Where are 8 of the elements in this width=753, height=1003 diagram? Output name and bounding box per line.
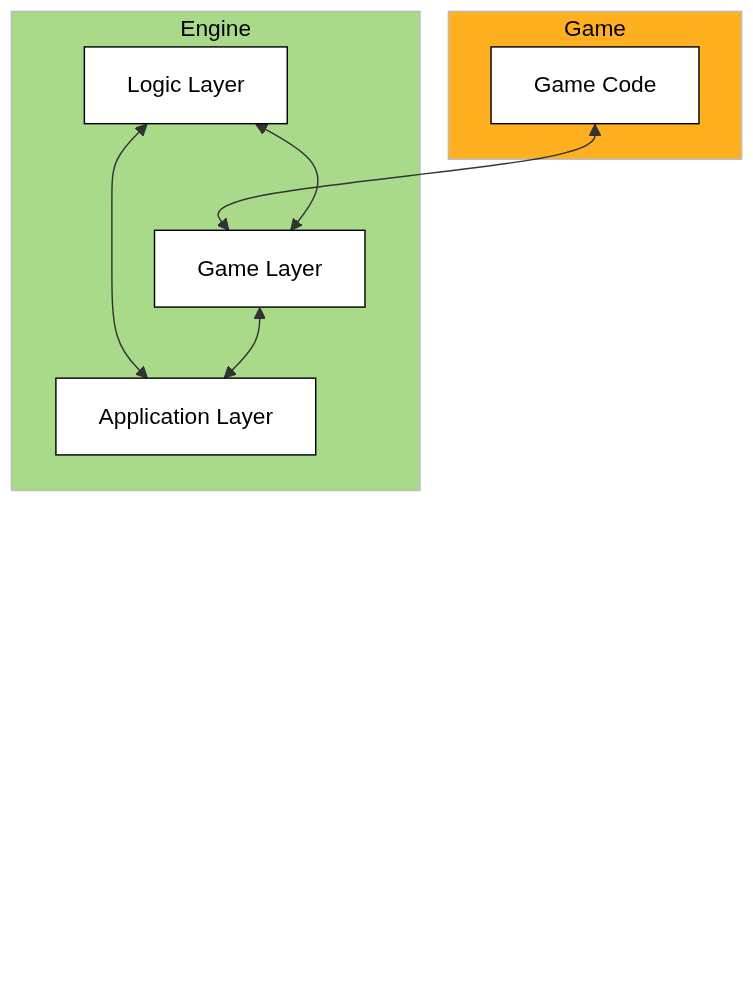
node-box: Application Layer — [55, 377, 317, 456]
node-box: Logic Layer — [83, 46, 288, 125]
arrow — [223, 307, 266, 379]
arrow — [255, 123, 319, 231]
node-box: Game Layer — [153, 229, 366, 308]
arrow — [216, 123, 602, 231]
arrow — [111, 123, 148, 379]
node-box: Game Code — [490, 46, 700, 125]
